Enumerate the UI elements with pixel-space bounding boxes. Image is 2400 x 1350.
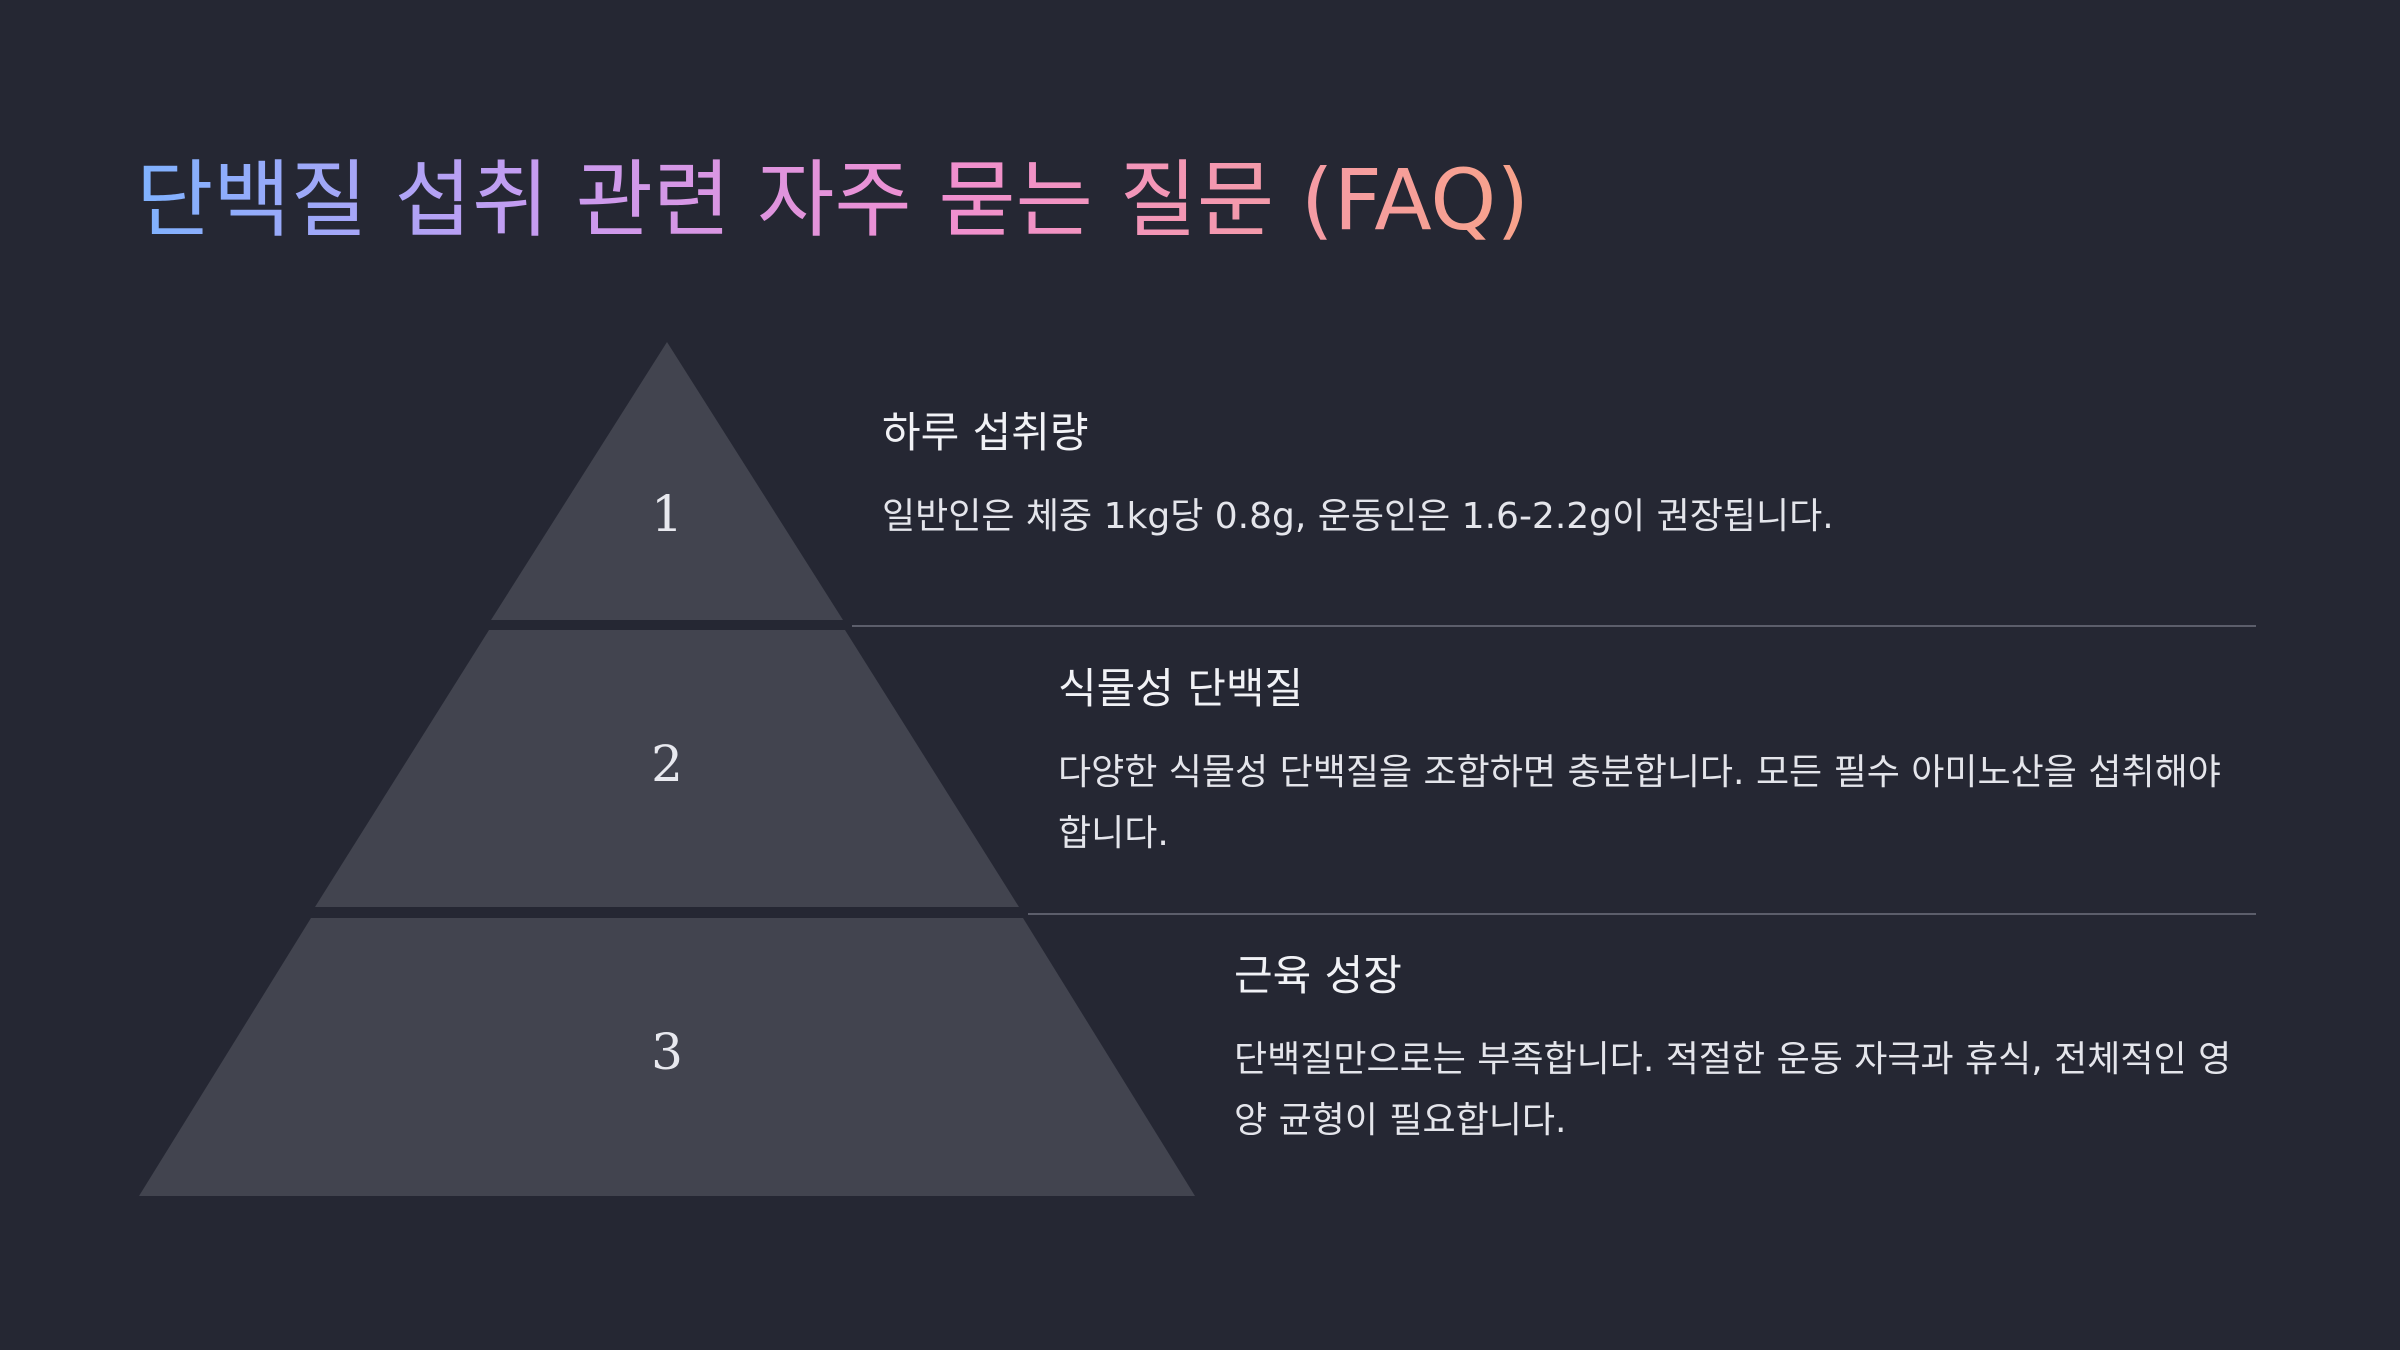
faq-item-description: 일반인은 체중 1kg당 0.8g, 운동인은 1.6-2.2g이 권장됩니다. xyxy=(882,496,1834,538)
tier-number-2: 2 xyxy=(651,735,683,793)
faq-item-2: 식물성 단백질 다양한 식물성 단백질을 조합하면 충분합니다. 모든 필수 아… xyxy=(1058,664,2228,864)
faq-item-3: 근육 성장 단백질만으로는 부족합니다. 적절한 운동 자극과 휴식, 전체적인… xyxy=(1234,951,2234,1151)
faq-item-title: 근육 성장 xyxy=(1234,951,1402,1000)
faq-item-title: 하루 섭취량 xyxy=(882,408,1089,457)
slide-title: 단백질 섭취 관련 자주 묻는 질문 (FAQ) xyxy=(136,151,1530,249)
pyramid-tier-3 xyxy=(139,918,1195,1196)
tier-number-1: 1 xyxy=(651,485,683,543)
tier-number-3: 3 xyxy=(651,1023,683,1081)
pyramid-tier-1 xyxy=(491,342,843,620)
faq-item-description: 다양한 식물성 단백질을 조합하면 충분합니다. 모든 필수 아미노산을 섭취해… xyxy=(1058,752,2221,855)
faq-item-title: 식물성 단백질 xyxy=(1058,664,1304,713)
pyramid-tier-2 xyxy=(315,630,1019,907)
faq-item-1: 하루 섭취량 일반인은 체중 1kg당 0.8g, 운동인은 1.6-2.2g이… xyxy=(882,408,2202,547)
faq-item-description: 단백질만으로는 부족합니다. 적절한 운동 자극과 휴식, 전체적인 영양 균형… xyxy=(1234,1039,2232,1142)
